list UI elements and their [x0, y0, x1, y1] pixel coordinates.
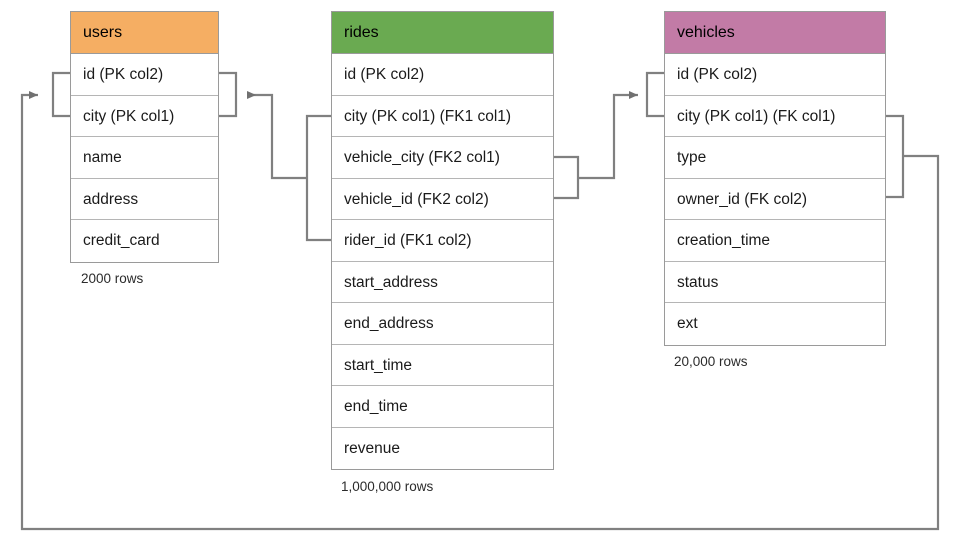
edge-users-left-bracket	[51, 71, 70, 118]
table-rides-column-3[interactable]: vehicle_id (FK2 col2)	[332, 179, 553, 220]
table-users-column-0[interactable]: id (PK col2)	[71, 54, 218, 96]
table-rides-column-8[interactable]: end_time	[332, 386, 553, 428]
table-rides-header: rides	[332, 12, 553, 54]
table-vehicles-column-2[interactable]: type	[665, 137, 885, 179]
table-users-header: users	[71, 12, 218, 54]
table-vehicles-column-0[interactable]: id (PK col2)	[665, 54, 885, 96]
table-users-row-count: 2000 rows	[81, 271, 144, 286]
table-vehicles-column-4[interactable]: creation_time	[665, 220, 885, 262]
table-vehicles[interactable]: vehicles id (PK col2) city (PK col1) (FK…	[664, 11, 886, 346]
table-vehicles-column-1[interactable]: city (PK col1) (FK col1)	[665, 96, 885, 137]
edge-vehicles-fk-bracket	[886, 114, 905, 199]
table-vehicles-column-6[interactable]: ext	[677, 315, 698, 332]
table-rides-column-2[interactable]: vehicle_city (FK2 col1)	[332, 137, 553, 179]
table-users-column-4[interactable]: credit_card	[83, 232, 160, 249]
edge-rides-fk1-route	[247, 91, 307, 180]
table-rides[interactable]: rides id (PK col2) city (PK col1) (FK1 c…	[331, 11, 554, 470]
table-vehicles-header: vehicles	[665, 12, 885, 54]
table-rides-row-count: 1,000,000 rows	[341, 479, 434, 494]
table-rides-column-4[interactable]: rider_id (FK1 col2)	[332, 220, 553, 262]
table-rides-column-9[interactable]: revenue	[344, 439, 401, 457]
table-vehicles-row-count: 20,000 rows	[674, 354, 748, 369]
table-users[interactable]: users id (PK col2) city (PK col1) name a…	[70, 11, 219, 263]
edge-users-right-bracket	[219, 71, 238, 118]
table-vehicles-column-3[interactable]: owner_id (FK col2)	[665, 179, 885, 220]
table-rides-column-1[interactable]: city (PK col1) (FK1 col1)	[332, 96, 553, 137]
table-users-column-3[interactable]: address	[71, 179, 218, 220]
table-users-column-1[interactable]: city (PK col1)	[71, 96, 218, 137]
table-users-column-2[interactable]: name	[71, 137, 218, 179]
edge-rides-fk2-bracket	[554, 155, 580, 200]
edge-rides-fk1-bracket	[305, 114, 331, 242]
table-rides-column-6[interactable]: end_address	[332, 303, 553, 345]
table-rides-column-5[interactable]: start_address	[332, 262, 553, 303]
table-rides-column-0[interactable]: id (PK col2)	[332, 54, 553, 96]
table-rides-column-7[interactable]: start_time	[332, 345, 553, 386]
table-vehicles-column-5[interactable]: status	[665, 262, 885, 303]
edge-rides-fk2-route	[578, 91, 638, 180]
edge-vehicles-left-bracket	[645, 71, 664, 118]
